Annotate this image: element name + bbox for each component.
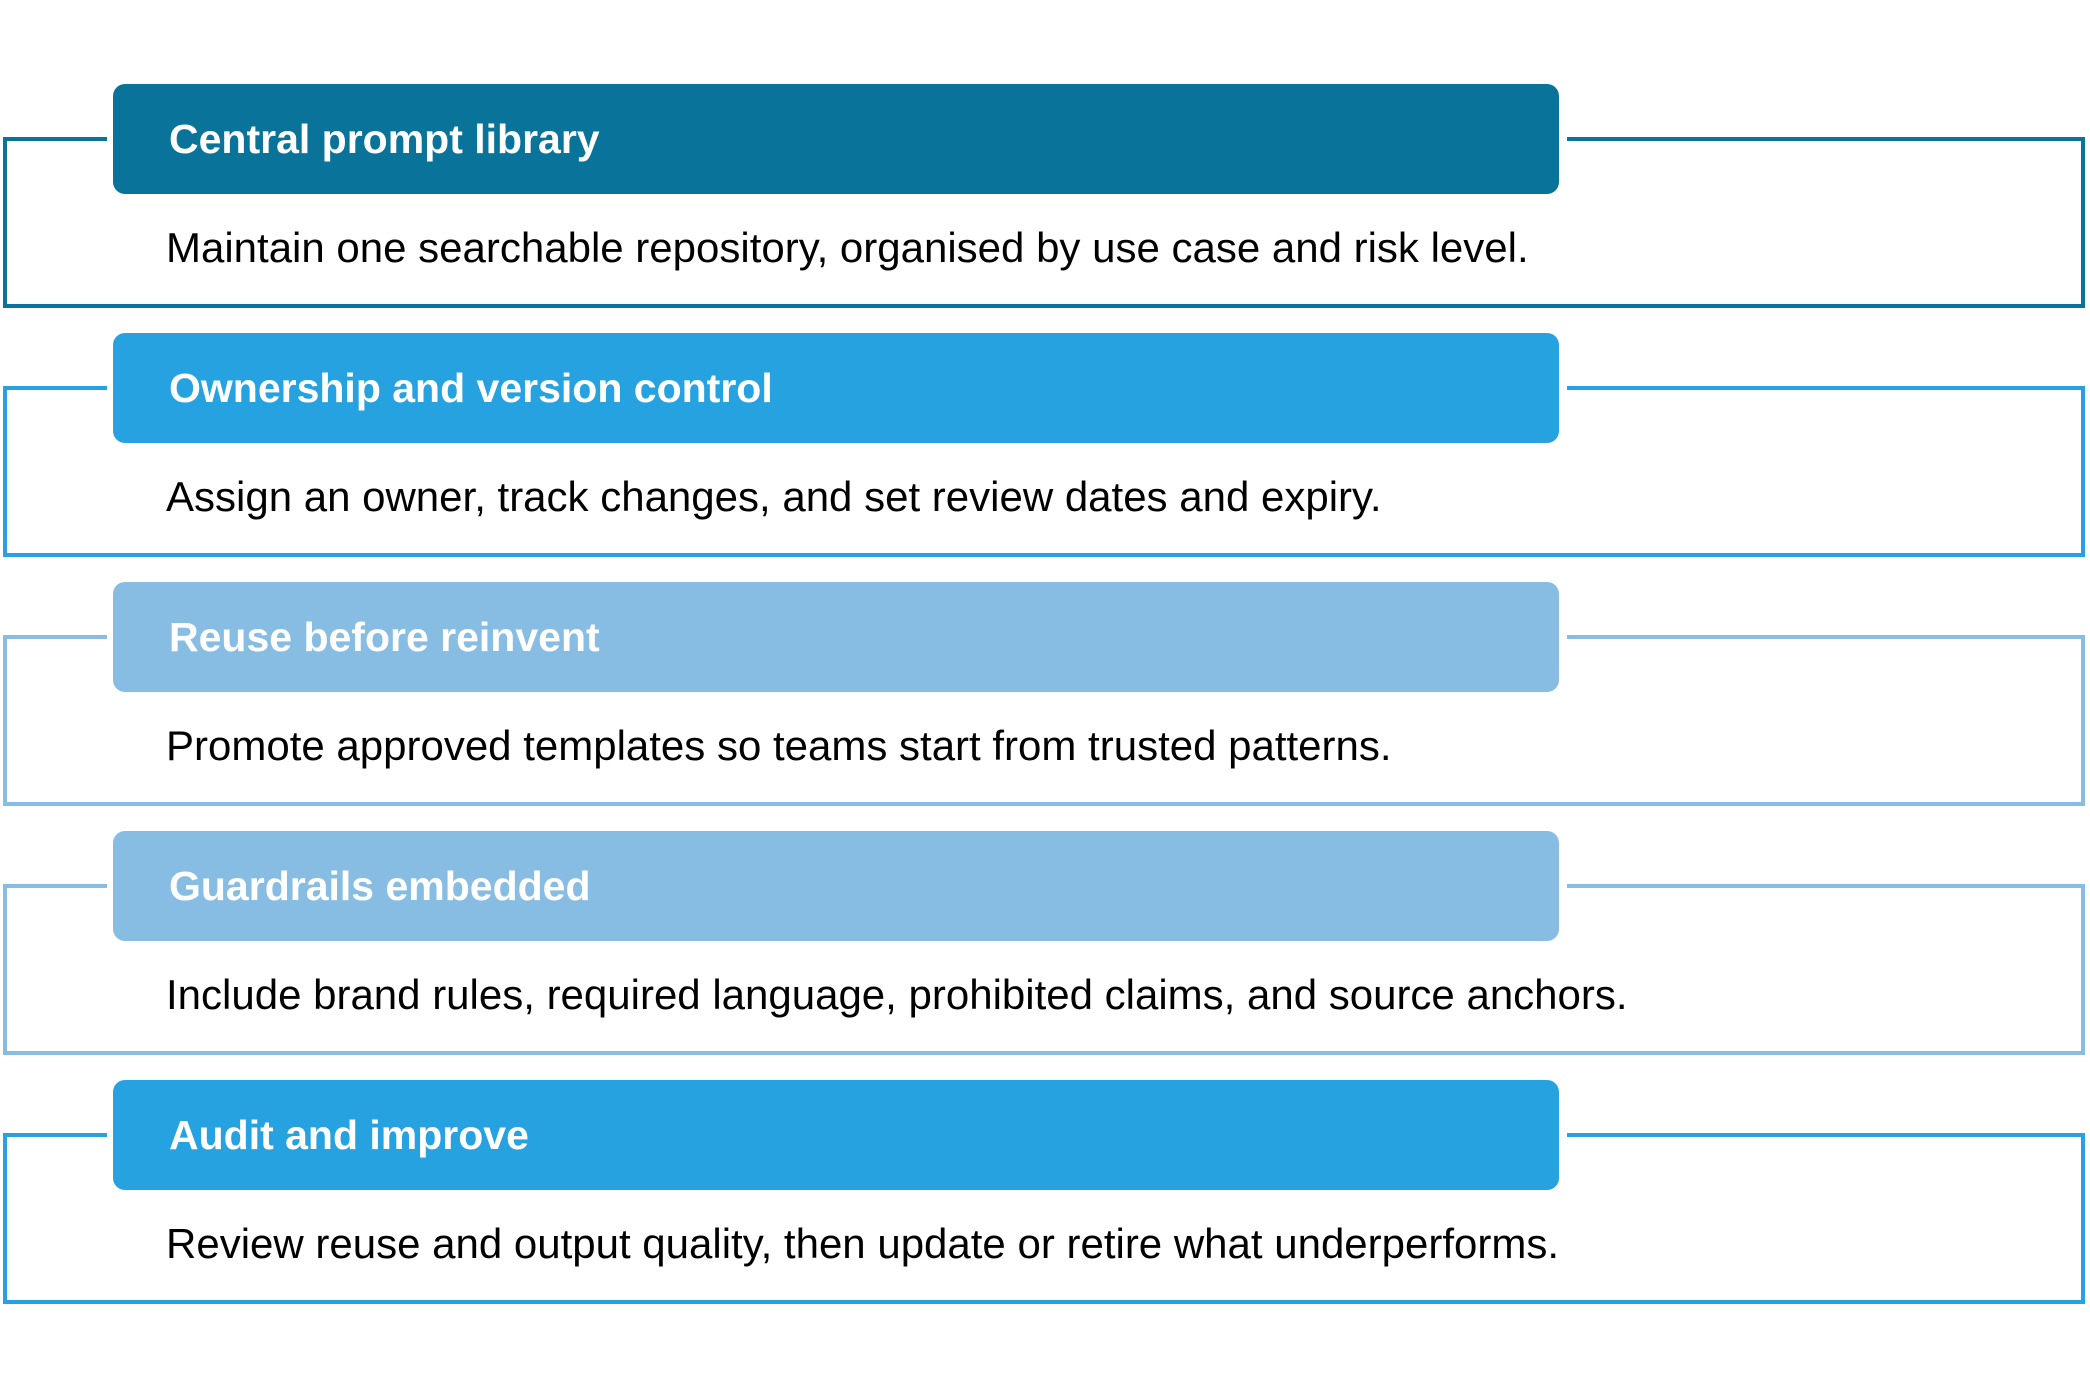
step-reuse-before-reinvent: Reuse before reinvent Promote approved t… bbox=[0, 498, 2090, 806]
step-title: Ownership and version control bbox=[169, 365, 773, 411]
step-description: Promote approved templates so teams star… bbox=[166, 722, 1392, 769]
step-title: Reuse before reinvent bbox=[169, 614, 600, 660]
step-header: Ownership and version control bbox=[113, 333, 1559, 443]
step-ownership-version-control: Ownership and version control Assign an … bbox=[0, 249, 2090, 557]
step-title: Central prompt library bbox=[169, 116, 600, 162]
step-audit-and-improve: Audit and improve Review reuse and outpu… bbox=[0, 996, 2090, 1304]
step-title: Audit and improve bbox=[169, 1112, 529, 1158]
step-description: Assign an owner, track changes, and set … bbox=[166, 473, 1382, 520]
step-header: Audit and improve bbox=[113, 1080, 1559, 1190]
step-header: Reuse before reinvent bbox=[113, 582, 1559, 692]
step-header: Central prompt library bbox=[113, 84, 1559, 194]
step-description: Maintain one searchable repository, orga… bbox=[166, 224, 1529, 271]
step-title: Guardrails embedded bbox=[169, 863, 591, 909]
step-header: Guardrails embedded bbox=[113, 831, 1559, 941]
step-description: Review reuse and output quality, then up… bbox=[166, 1220, 1560, 1267]
step-central-prompt-library: Central prompt library Maintain one sear… bbox=[0, 0, 2090, 308]
step-description: Include brand rules, required language, … bbox=[166, 971, 1628, 1018]
step-guardrails-embedded: Guardrails embedded Include brand rules,… bbox=[0, 747, 2090, 1055]
